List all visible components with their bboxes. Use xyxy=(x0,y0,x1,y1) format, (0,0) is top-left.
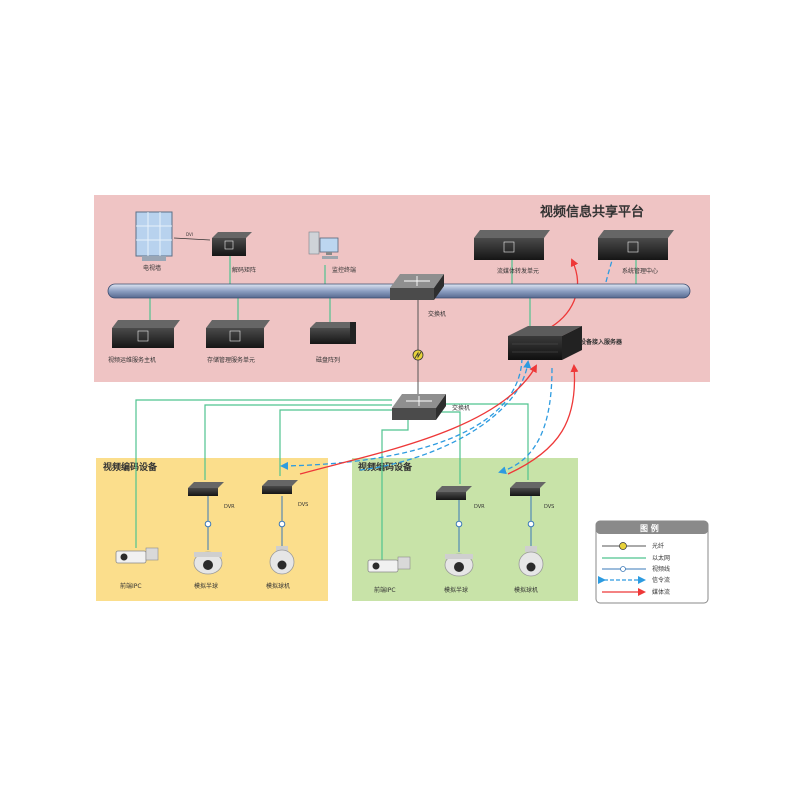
right-ptz-label: 模拟球机 xyxy=(514,586,538,594)
decoder-matrix[interactable] xyxy=(212,232,252,256)
left-ipc-label: 前端IPC xyxy=(120,582,142,590)
core-switch-label: 交换机 xyxy=(428,310,446,318)
dvi-tag: DVI xyxy=(186,232,193,237)
right-ipc-label: 前端IPC xyxy=(374,586,396,594)
right-ptz-camera[interactable] xyxy=(518,546,544,577)
ethernet-links xyxy=(135,256,637,560)
wall-to-decoder-cable xyxy=(173,237,211,241)
monitor-terminal[interactable] xyxy=(308,231,339,259)
video-connectors xyxy=(204,520,535,528)
access-switch[interactable] xyxy=(392,394,446,420)
left-ptz-camera[interactable] xyxy=(269,546,295,575)
legend-signal: 信令流 xyxy=(652,576,670,584)
left-ptz-label: 模拟球机 xyxy=(266,582,290,590)
left-dome-camera[interactable] xyxy=(193,551,223,575)
disk-array-label: 磁盘阵列 xyxy=(316,356,340,364)
legend-ethernet: 以太网 xyxy=(652,554,670,562)
signal-flows xyxy=(280,248,618,475)
right-dome-label: 模拟半球 xyxy=(444,586,468,594)
access-switch-label: 交换机 xyxy=(452,404,470,412)
right-dvs-label: DVS xyxy=(544,504,554,510)
video-wall[interactable] xyxy=(135,211,173,261)
fiber-link xyxy=(412,300,424,398)
legend-media: 媒体流 xyxy=(652,588,670,596)
device-access-label: 设备接入服务器 xyxy=(580,338,623,346)
ops-service-host[interactable] xyxy=(112,320,180,348)
device-access-server[interactable] xyxy=(508,326,582,360)
media-forward-label: 流媒体转发单元 xyxy=(497,267,539,275)
media-forward-unit[interactable] xyxy=(474,230,550,260)
core-switch[interactable] xyxy=(390,274,444,300)
left-dvr[interactable] xyxy=(188,482,224,496)
storage-mgmt-unit[interactable] xyxy=(206,320,270,348)
zone-right xyxy=(352,458,578,601)
system-mgmt-center[interactable] xyxy=(598,230,674,260)
left-dome-label: 模拟半球 xyxy=(194,582,218,590)
zone-left-title: 视频编码设备 xyxy=(103,461,158,473)
legend-video: 视频线 xyxy=(652,565,670,573)
legend: 图 例 光纤 以太网 视频线 信令流 媒体流 xyxy=(595,520,709,604)
right-dvs[interactable] xyxy=(510,482,546,496)
zone-left xyxy=(96,458,328,601)
left-dvs[interactable] xyxy=(262,480,298,494)
left-dvr-label: DVR xyxy=(224,504,235,510)
system-mgmt-label: 系统管理中心 xyxy=(622,267,658,275)
decoder-matrix-label: 解码矩阵 xyxy=(232,266,256,274)
legend-title: 图 例 xyxy=(640,523,659,533)
video-wall-label: 电视墙 xyxy=(143,264,161,272)
left-dvs-label: DVS xyxy=(298,502,308,508)
video-connector-icon xyxy=(620,566,626,572)
storage-mgmt-label: 存储管理服务单元 xyxy=(207,356,255,364)
platform-title: 视频信息共享平台 xyxy=(540,204,644,220)
ops-service-label: 视频运维服务主机 xyxy=(108,356,156,364)
legend-fiber: 光纤 xyxy=(652,542,664,550)
fiber-icon xyxy=(619,542,627,550)
right-dvr[interactable] xyxy=(436,486,472,500)
right-ipc-camera[interactable] xyxy=(367,556,411,573)
right-dome-camera[interactable] xyxy=(444,553,474,577)
disk-array[interactable] xyxy=(310,322,356,344)
left-ipc-camera[interactable] xyxy=(115,547,159,564)
zone-right-title: 视频编码设备 xyxy=(358,461,413,473)
right-dvr-label: DVR xyxy=(474,504,485,510)
media-flows xyxy=(299,258,579,475)
monitor-terminal-label: 监控终端 xyxy=(332,266,356,274)
